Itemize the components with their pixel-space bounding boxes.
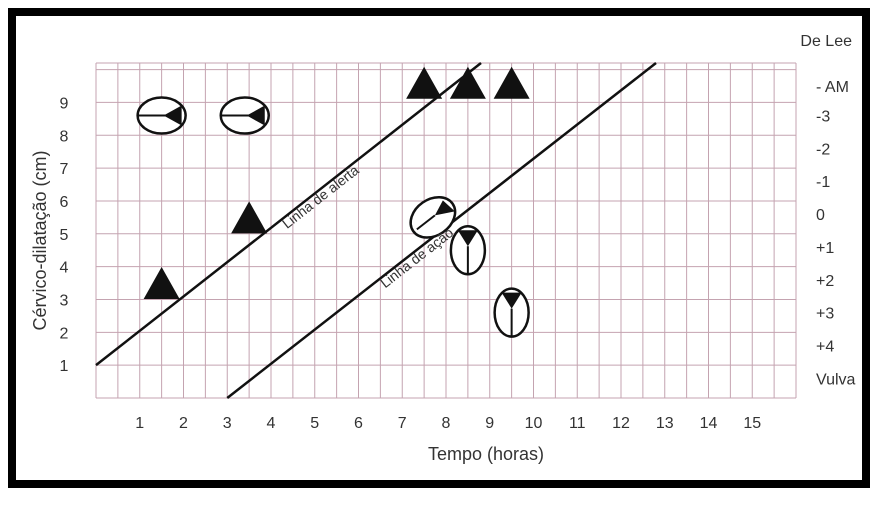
triangle-marker	[406, 66, 443, 99]
x-tick-label: 15	[743, 415, 761, 432]
triangle-marker	[449, 66, 486, 99]
y-tick-label: 5	[60, 227, 69, 244]
right-axis-label: +2	[816, 273, 834, 290]
triangle-marker	[493, 66, 530, 99]
markers	[136, 66, 530, 338]
y-tick-label: 6	[60, 194, 69, 211]
x-tick-label: 6	[354, 415, 363, 432]
fetal-position-marker	[136, 96, 187, 135]
right-axis-title: De Lee	[800, 33, 852, 50]
line-label: Linha de alerta	[279, 162, 362, 232]
triangle-marker	[143, 267, 180, 300]
right-axis-label: -3	[816, 109, 830, 126]
fetal-position-marker	[409, 195, 457, 239]
x-tick-label: 12	[612, 415, 630, 432]
x-axis-label: Tempo (horas)	[428, 444, 544, 464]
x-tick-label: 1	[135, 415, 144, 432]
right-axis-label: +3	[816, 306, 834, 323]
x-tick-label: 8	[442, 415, 451, 432]
reference-line	[95, 62, 482, 367]
y-tick-label: 1	[60, 358, 69, 375]
right-axis-label: +1	[816, 240, 834, 257]
y-tick-label: 4	[60, 260, 69, 277]
fetal-position-marker	[493, 287, 530, 338]
fetal-position-marker	[449, 224, 487, 276]
right-axis-label: 0	[816, 207, 825, 224]
y-tick-label: 7	[60, 161, 69, 178]
right-axis-label: +4	[816, 338, 834, 355]
x-tick-label: 4	[267, 415, 276, 432]
x-tick-label: 2	[179, 415, 188, 432]
triangle-marker	[231, 201, 268, 234]
x-tick-label: 3	[223, 415, 232, 432]
right-axis-label: - AM	[816, 79, 849, 96]
y-axis-label: Cérvico-dilatação (cm)	[30, 150, 50, 330]
grid	[95, 62, 797, 399]
x-tick-label: 10	[525, 415, 543, 432]
right-axis-label: -1	[816, 174, 830, 191]
y-tick-label: 2	[60, 325, 69, 342]
x-tick-label: 13	[656, 415, 674, 432]
x-tick-label: 14	[700, 415, 718, 432]
x-tick-label: 9	[485, 415, 494, 432]
right-axis-label: -2	[816, 141, 830, 158]
x-tick-label: 11	[569, 415, 586, 432]
y-tick-label: 9	[60, 95, 69, 112]
right-axis-label: Vulva	[816, 371, 856, 388]
y-tick-label: 3	[60, 292, 69, 309]
x-tick-label: 5	[310, 415, 319, 432]
y-tick-label: 8	[60, 128, 69, 145]
fetal-position-marker	[219, 96, 270, 135]
x-tick-label: 7	[398, 415, 407, 432]
